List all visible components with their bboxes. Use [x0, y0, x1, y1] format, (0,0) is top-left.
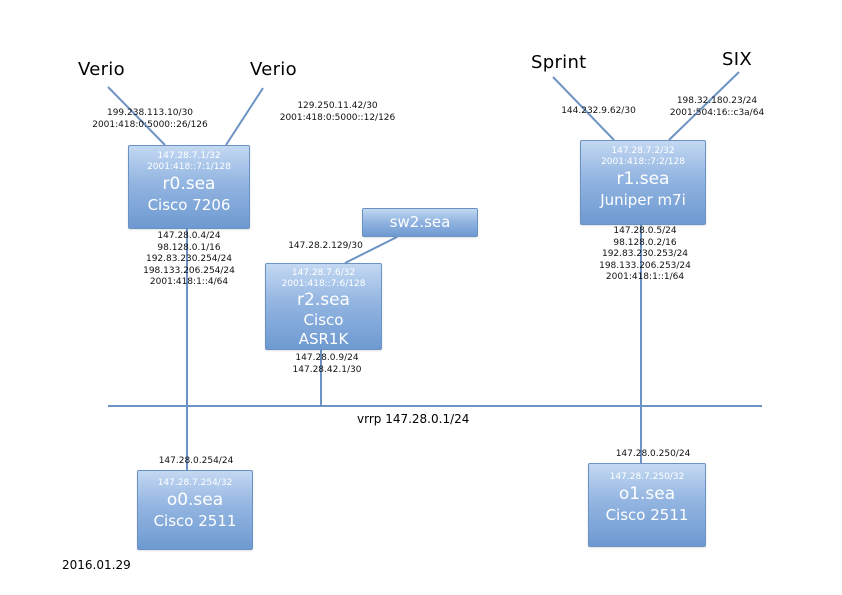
node-name: r2.sea — [297, 290, 350, 310]
r2-link-addr: 147.28.2.129/30 — [283, 241, 368, 253]
addr-line: 147.28.0.5/24 — [613, 226, 677, 236]
provider-label-sprint: Sprint — [531, 52, 587, 73]
node-name: o0.sea — [166, 490, 224, 510]
addr-line: 199.238.113.10/30 — [106, 108, 194, 118]
node-model: ASR1K — [298, 330, 349, 348]
node-model: Cisco 2511 — [605, 506, 689, 524]
loopback-addr: 147.28.7.2/32 — [611, 146, 675, 156]
addr-line: 147.28.0.254/24 — [158, 456, 234, 466]
node-name: r0.sea — [162, 174, 216, 194]
provider-label-six: SIX — [722, 49, 752, 70]
node-model: Cisco — [303, 311, 344, 329]
addr-line: 198.32.180.23/24 — [676, 96, 758, 106]
addr-line: 198.133.206.253/24 — [599, 260, 691, 271]
addr-line: 147.28.0.4/24 — [157, 231, 221, 241]
addr-line: 2001:504:16::c3a/64 — [669, 107, 765, 118]
node-model: Cisco 2511 — [153, 512, 237, 530]
addr-line: 129.250.11.42/30 — [297, 101, 378, 111]
addr-line: 198.133.206.254/24 — [143, 265, 235, 276]
addr-line: 2001:418:1::1/64 — [605, 272, 685, 282]
addr-line: 98.128.0.1/16 — [157, 242, 221, 253]
addr-line: 147.28.0.250/24 — [615, 449, 691, 459]
node-name: r1.sea — [616, 169, 670, 189]
loopback-addr: 2001:418::7:1/128 — [147, 162, 231, 172]
loopback-addr: 2001:418::7:2/128 — [601, 157, 685, 167]
loopback-addr: 147.28.7.6/32 — [291, 268, 356, 278]
uplink-addrs-six: 198.32.180.23/24 2001:504:16::c3a/64 — [658, 96, 776, 119]
uplink-addrs-sprint: 144.232.9.62/30 — [556, 106, 641, 118]
loopback-addr: 147.28.7.250/32 — [609, 472, 685, 482]
node-o1: 147.28.7.250/32 o1.sea Cisco 2511 — [588, 463, 706, 547]
addr-line: 98.128.0.2/16 — [613, 237, 677, 248]
node-model: Cisco 7206 — [147, 196, 231, 214]
o0-lan-addr: 147.28.0.254/24 — [150, 456, 242, 468]
o1-lan-addr: 147.28.0.250/24 — [607, 449, 699, 461]
loopback-addr: 147.28.7.1/32 — [157, 151, 221, 161]
addr-line: 147.28.2.129/30 — [288, 241, 363, 251]
r2-lan-addrs: 147.28.0.9/24 147.28.42.1/30 — [283, 353, 371, 376]
addr-line: 192.83.230.253/24 — [601, 249, 689, 259]
addr-line: 147.28.42.1/30 — [292, 364, 362, 375]
r1-lan-addrs: 147.28.0.5/24 98.128.0.2/16 192.83.230.2… — [589, 226, 701, 284]
node-model: Juniper m7i — [600, 191, 686, 209]
diagram-date: 2016.01.29 — [62, 558, 131, 572]
node-r1: 147.28.7.2/32 2001:418::7:2/128 r1.sea J… — [580, 140, 706, 225]
link-verio2-r0 — [225, 87, 264, 146]
provider-label-verio1: Verio — [78, 59, 125, 80]
node-name: o1.sea — [618, 484, 676, 504]
addr-line: 2001:418:0:5000::12/126 — [279, 112, 396, 123]
addr-line: 147.28.0.9/24 — [295, 353, 359, 363]
addr-line: 2001:418:0:5000::26/126 — [92, 119, 208, 130]
loopback-addr: 147.28.7.254/32 — [157, 478, 233, 488]
node-o0: 147.28.7.254/32 o0.sea Cisco 2511 — [137, 470, 253, 550]
provider-label-verio2: Verio — [250, 59, 297, 80]
addr-line: 2001:418:1::4/64 — [149, 277, 229, 287]
uplink-addrs-verio1: 199.238.113.10/30 2001:418:0:5000::26/12… — [80, 108, 220, 131]
node-r0: 147.28.7.1/32 2001:418::7:1/128 r0.sea C… — [128, 145, 250, 229]
uplink-addrs-verio2: 129.250.11.42/30 2001:418:0:5000::12/126 — [275, 101, 400, 124]
addr-line: 144.232.9.62/30 — [561, 106, 636, 116]
loopback-addr: 2001:418::7:6/128 — [281, 279, 366, 289]
node-name: sw2.sea — [389, 213, 451, 231]
r0-lan-addrs: 147.28.0.4/24 98.128.0.1/16 192.83.230.2… — [133, 231, 245, 289]
node-r2: 147.28.7.6/32 2001:418::7:6/128 r2.sea C… — [265, 263, 382, 350]
addr-line: 192.83.230.254/24 — [145, 254, 233, 264]
node-sw2: sw2.sea — [362, 208, 478, 237]
vrrp-bus-label: vrrp 147.28.0.1/24 — [357, 412, 470, 426]
